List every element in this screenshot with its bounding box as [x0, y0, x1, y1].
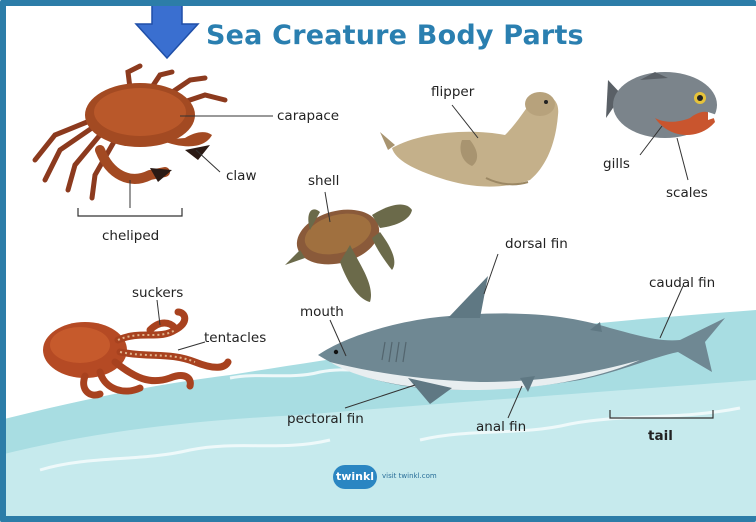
label-claw: claw	[226, 168, 257, 184]
label-dorsal-fin: dorsal fin	[505, 236, 568, 252]
turtle-drawing	[285, 201, 412, 302]
label-cheliped: cheliped	[102, 228, 159, 244]
crab-drawing	[35, 66, 225, 198]
label-anal-fin: anal fin	[476, 419, 526, 435]
footer-url[interactable]: visit twinkl.com	[382, 472, 437, 480]
label-caudal-fin: caudal fin	[649, 275, 715, 291]
piranha-drawing	[606, 72, 720, 138]
page-title: Sea Creature Body Parts	[206, 20, 584, 51]
label-scales: scales	[666, 185, 708, 201]
label-pectoral-fin: pectoral fin	[287, 411, 364, 427]
label-flipper: flipper	[431, 84, 474, 100]
label-tentacles: tentacles	[204, 330, 266, 346]
label-shell: shell	[308, 173, 339, 189]
twinkl-logo[interactable]: twinkl	[333, 465, 377, 489]
label-gills: gills	[603, 156, 630, 172]
down-arrow-icon	[134, 0, 200, 60]
seal-drawing	[380, 92, 558, 187]
label-suckers: suckers	[132, 285, 183, 301]
label-tail: tail	[648, 428, 673, 444]
label-carapace: carapace	[277, 108, 339, 124]
label-mouth: mouth	[300, 304, 344, 320]
